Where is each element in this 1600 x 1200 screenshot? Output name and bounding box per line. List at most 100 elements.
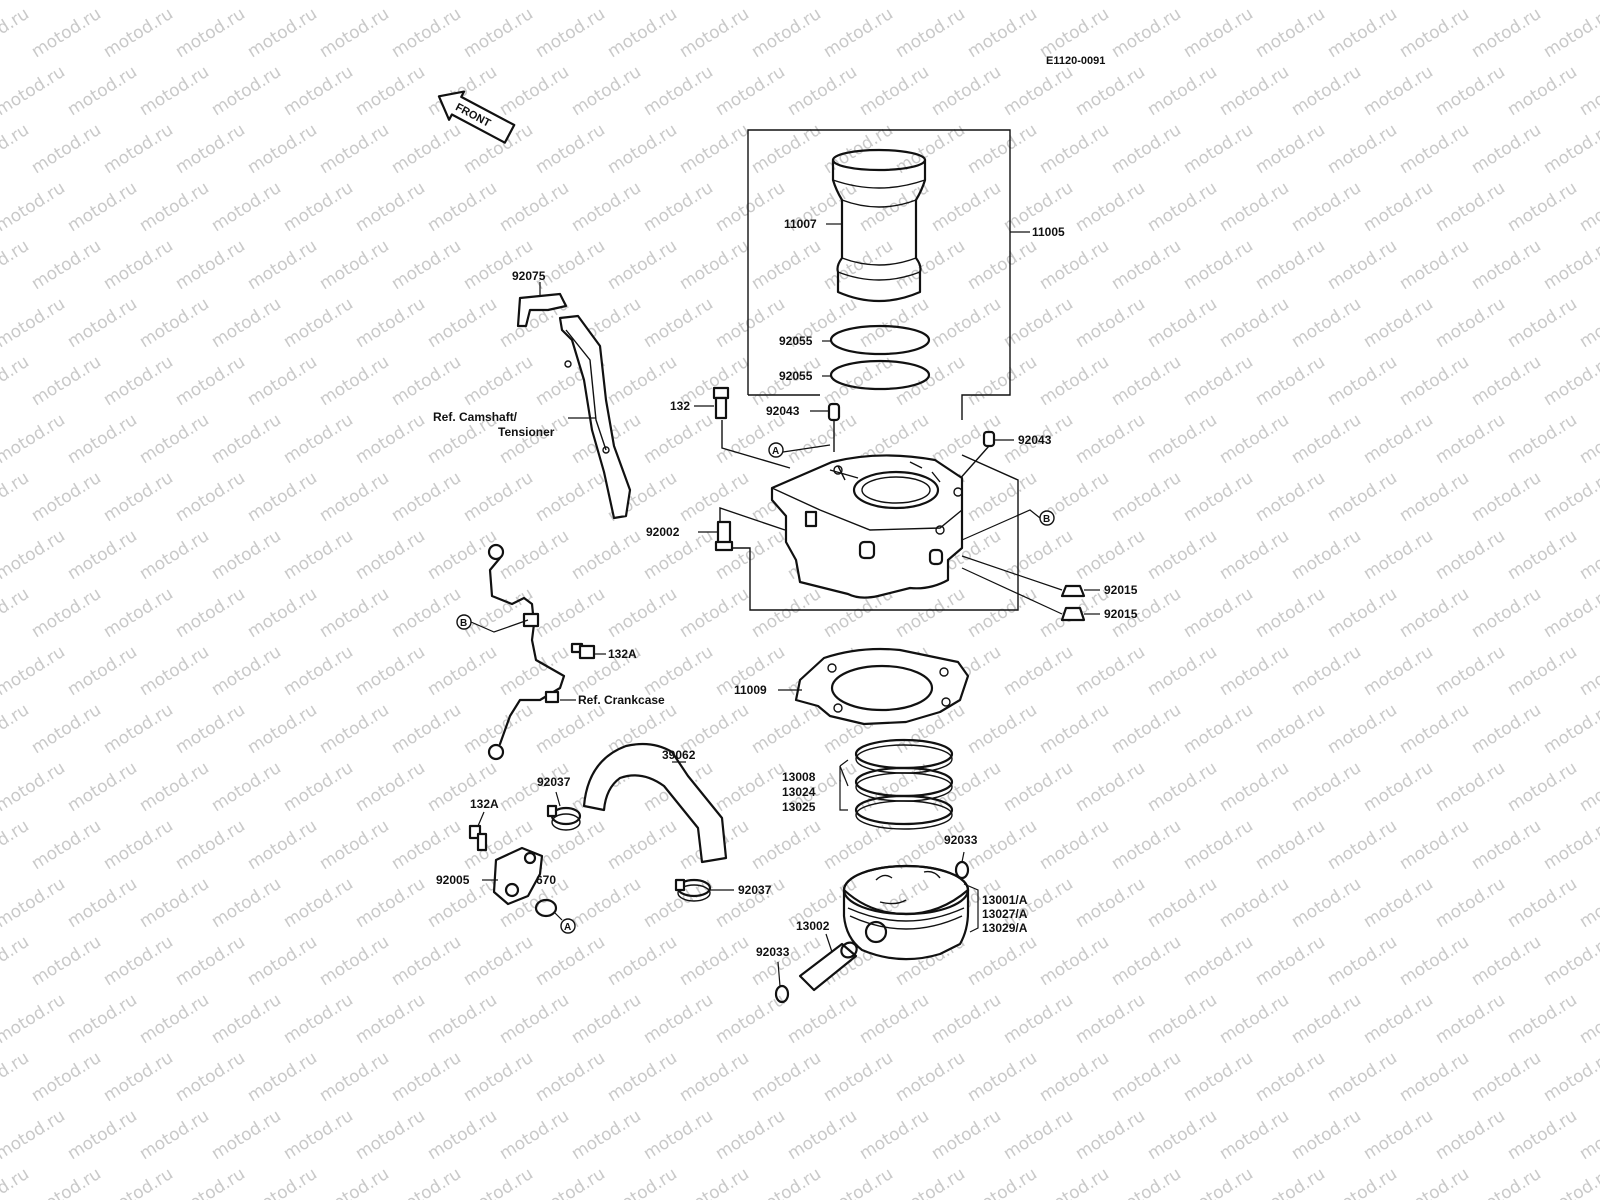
watermark-text: motod.ru: [964, 1164, 1041, 1200]
cylinder-assembly-bracket: [719, 129, 1019, 611]
watermark-text: motod.ru: [208, 526, 285, 584]
watermark-text: motod.ru: [424, 990, 501, 1048]
watermark-text: motod.ru: [136, 526, 213, 584]
watermark-text: motod.ru: [244, 584, 321, 642]
watermark-text: motod.ru: [1324, 932, 1401, 990]
watermark-text: motod.ru: [1468, 120, 1545, 178]
svg-text:A: A: [772, 446, 779, 457]
watermark-text: motod.ru: [496, 526, 573, 584]
watermark-text: motod.ru: [64, 178, 141, 236]
watermark-text: motod.ru: [1324, 1048, 1401, 1106]
watermark-text: motod.ru: [0, 468, 33, 526]
watermark-text: motod.ru: [0, 642, 69, 700]
watermark-text: motod.ru: [136, 642, 213, 700]
watermark-text: motod.ru: [244, 236, 321, 294]
label-13002: 13002: [796, 919, 830, 933]
watermark-text: motod.ru: [1072, 62, 1149, 120]
watermark-text: motod.ru: [0, 352, 33, 410]
watermark-text: motod.ru: [1504, 874, 1581, 932]
watermark-text: motod.ru: [1288, 758, 1365, 816]
watermark-text: motod.ru: [352, 642, 429, 700]
watermark-text: motod.ru: [280, 1106, 357, 1164]
watermark-text: motod.ru: [0, 584, 33, 642]
label-13008: 13008: [782, 770, 816, 784]
watermark-text: motod.ru: [1468, 4, 1545, 62]
lead-132A-lower: [477, 811, 485, 827]
watermark-text: motod.ru: [892, 1048, 969, 1106]
chain-guide: [516, 292, 632, 520]
watermark-text: motod.ru: [244, 700, 321, 758]
label-92033-upper: 92033: [944, 833, 978, 847]
watermark-text: motod.ru: [748, 1048, 825, 1106]
watermark-text: motod.ru: [100, 468, 177, 526]
watermark-text: motod.ru: [280, 294, 357, 352]
watermark-text: motod.ru: [568, 0, 645, 4]
watermark-text: motod.ru: [0, 1164, 33, 1200]
watermark-text: motod.ru: [1396, 468, 1473, 526]
watermark-text: motod.ru: [352, 178, 429, 236]
watermark-text: motod.ru: [0, 816, 33, 874]
watermark-text: motod.ru: [316, 352, 393, 410]
watermark-text: motod.ru: [1036, 4, 1113, 62]
watermark-text: motod.ru: [1504, 0, 1581, 4]
watermark-text: motod.ru: [928, 1106, 1005, 1164]
watermark-text: motod.ru: [208, 294, 285, 352]
label-13029: 13029/A: [982, 921, 1028, 935]
watermark-text: motod.ru: [604, 816, 681, 874]
watermark-text: motod.ru: [280, 758, 357, 816]
watermark-text: motod.ru: [136, 874, 213, 932]
watermark-text: motod.ru: [1252, 932, 1329, 990]
watermark-text: motod.ru: [460, 236, 537, 294]
watermark-text: motod.ru: [0, 410, 69, 468]
watermark-text: motod.ru: [1396, 352, 1473, 410]
watermark-text: motod.ru: [1072, 758, 1149, 816]
watermark-text: motod.ru: [1540, 1048, 1600, 1106]
watermark-text: motod.ru: [1576, 0, 1600, 4]
watermark-text: motod.ru: [748, 1164, 825, 1200]
watermark-text: motod.ru: [208, 178, 285, 236]
watermark-text: motod.ru: [820, 1048, 897, 1106]
bolt-132A-upper: [570, 642, 596, 660]
watermark-text: motod.ru: [316, 700, 393, 758]
watermark-text: motod.ru: [388, 932, 465, 990]
watermark-text: motod.ru: [0, 236, 33, 294]
label-132A-upper: 132A: [608, 647, 637, 661]
watermark-text: motod.ru: [388, 4, 465, 62]
watermark-text: motod.ru: [1036, 236, 1113, 294]
watermark-text: motod.ru: [640, 294, 717, 352]
watermark-text: motod.ru: [316, 816, 393, 874]
watermark-text: motod.ru: [28, 236, 105, 294]
watermark-text: motod.ru: [532, 584, 609, 642]
watermark-text: motod.ru: [460, 352, 537, 410]
label-92043-right: 92043: [1018, 433, 1052, 447]
watermark-text: motod.ru: [280, 410, 357, 468]
watermark-text: motod.ru: [1108, 352, 1185, 410]
watermark-text: motod.ru: [316, 468, 393, 526]
svg-text:B: B: [1043, 514, 1050, 525]
watermark-text: motod.ru: [1252, 1048, 1329, 1106]
watermark-text: motod.ru: [1144, 62, 1221, 120]
watermark-text: motod.ru: [172, 468, 249, 526]
watermark-text: motod.ru: [172, 236, 249, 294]
cylinder-sleeve: [831, 148, 927, 303]
watermark-text: motod.ru: [1360, 178, 1437, 236]
watermark-text: motod.ru: [1576, 874, 1600, 932]
watermark-text: motod.ru: [1108, 1164, 1185, 1200]
watermark-text: motod.ru: [1468, 352, 1545, 410]
watermark-text: motod.ru: [1216, 874, 1293, 932]
label-92033-lower: 92033: [756, 945, 790, 959]
watermark-text: motod.ru: [892, 584, 969, 642]
watermark-text: motod.ru: [100, 584, 177, 642]
watermark-text: motod.ru: [28, 1164, 105, 1200]
watermark-text: motod.ru: [0, 1106, 69, 1164]
piston: [842, 864, 970, 961]
watermark-text: motod.ru: [172, 1048, 249, 1106]
watermark-text: motod.ru: [1540, 700, 1600, 758]
label-13025: 13025: [782, 800, 816, 814]
watermark-text: motod.ru: [1288, 990, 1365, 1048]
watermark-text: motod.ru: [1252, 468, 1329, 526]
label-92055-upper: 92055: [779, 334, 813, 348]
watermark-text: motod.ru: [1036, 932, 1113, 990]
watermark-text: motod.ru: [676, 932, 753, 990]
